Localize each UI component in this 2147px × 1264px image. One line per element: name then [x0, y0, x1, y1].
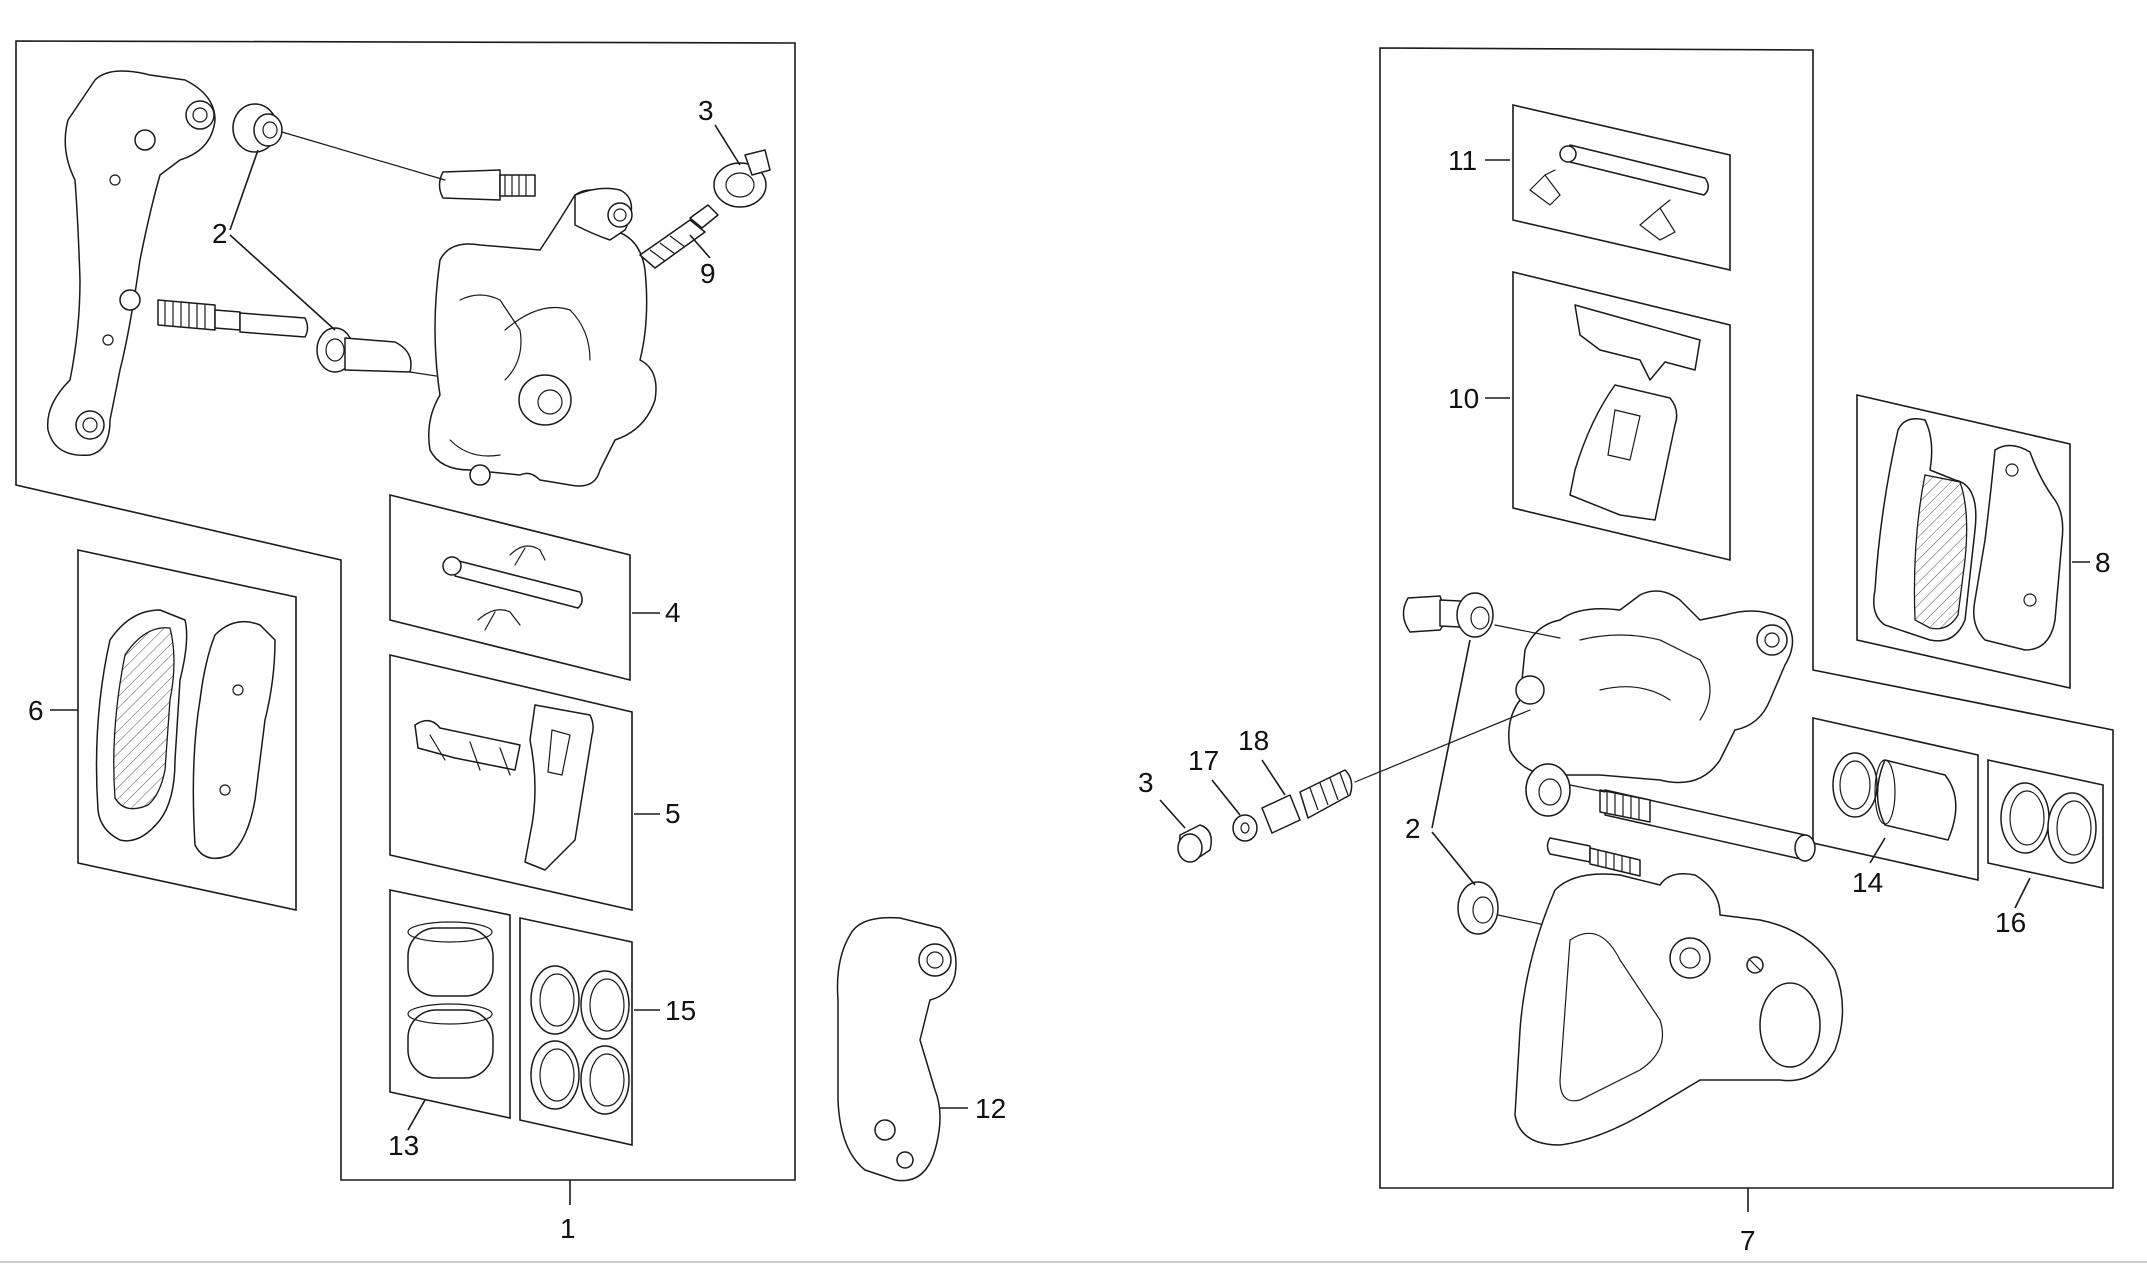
front-bleeder-valve [639, 204, 719, 269]
callout-18: 18 [1238, 725, 1286, 796]
front-assembly-frame [15, 40, 796, 1181]
callout-3-front: 3 [698, 95, 741, 166]
callout-label-8: 8 [2095, 547, 2111, 578]
callout-label-6: 6 [28, 695, 44, 726]
callout-label-4: 4 [665, 597, 681, 628]
callout-label-7: 7 [1740, 1225, 1756, 1256]
rear-upper-boot [1456, 592, 1494, 638]
rear-short-bolt [1546, 837, 1641, 877]
callout-label-3-front: 3 [698, 95, 714, 126]
callout-label-17: 17 [1188, 745, 1219, 776]
upper-boot [232, 103, 283, 153]
callout-label-11: 11 [1448, 145, 1477, 176]
callout-label-9: 9 [700, 258, 716, 289]
callout-label-3-rear: 3 [1138, 767, 1154, 798]
rear-seal-panel: 16 [1987, 759, 2104, 938]
lower-boot [316, 327, 412, 373]
front-caliper-body [428, 187, 657, 487]
callout-2-rear: 2 [1405, 639, 1476, 886]
rear-bleeder-screw [1261, 769, 1353, 834]
pad-spring-panel: 5 [389, 653, 681, 912]
rear-caliper-body [1508, 590, 1794, 817]
callout-9: 9 [689, 234, 716, 289]
callout-7: 7 [1740, 1188, 1756, 1256]
piston-panel: 13 [388, 889, 511, 1161]
rear-caliper-assembly: 11 10 8 [1138, 47, 2114, 1256]
rear-assembly-frame [1379, 47, 2114, 1189]
rear-lower-boot [1457, 881, 1499, 935]
callout-label-13: 13 [388, 1130, 419, 1161]
rear-bleeder-cap [1177, 824, 1212, 863]
callout-label-14: 14 [1852, 867, 1883, 898]
upper-guide-pin [438, 169, 536, 201]
callout-label-2-rear: 2 [1405, 813, 1421, 844]
front-bleeder-cap [713, 149, 771, 208]
callout-label-16: 16 [1995, 907, 2026, 938]
rear-piston-panel: 14 [1812, 717, 1979, 898]
lower-guide-pin [157, 299, 309, 338]
callout-label-12: 12 [975, 1093, 1006, 1124]
callout-label-2-front: 2 [212, 218, 228, 249]
rear-bleeder-washer [1232, 814, 1258, 842]
callout-3-rear: 3 [1138, 767, 1186, 829]
rear-pin-kit-panel: 11 [1448, 103, 1731, 272]
rear-pad-spring-panel: 10 [1448, 270, 1731, 562]
callout-label-15: 15 [665, 995, 696, 1026]
callout-label-18: 18 [1238, 725, 1269, 756]
pad-pin-kit-panel: 4 [389, 493, 681, 682]
seal-panel: 15 [519, 917, 696, 1146]
callout-1: 1 [560, 1180, 576, 1244]
front-caliper-assembly: 2 3 9 4 5 [15, 40, 796, 1244]
rear-slide-pin [1569, 784, 1816, 862]
rear-pad-panel: 8 [1856, 393, 2111, 690]
rear-caliper-bracket [1514, 873, 1844, 1146]
front-pad-panel: 6 [28, 549, 297, 911]
callout-label-5: 5 [665, 798, 681, 829]
caliper-support-bracket: 12 [836, 916, 1006, 1182]
front-mounting-bracket [46, 70, 216, 457]
callout-17: 17 [1188, 745, 1241, 816]
callout-2-front: 2 [212, 149, 336, 331]
callout-label-1: 1 [560, 1213, 576, 1244]
callout-label-10: 10 [1448, 383, 1479, 414]
seal-rings-front [530, 965, 630, 1115]
